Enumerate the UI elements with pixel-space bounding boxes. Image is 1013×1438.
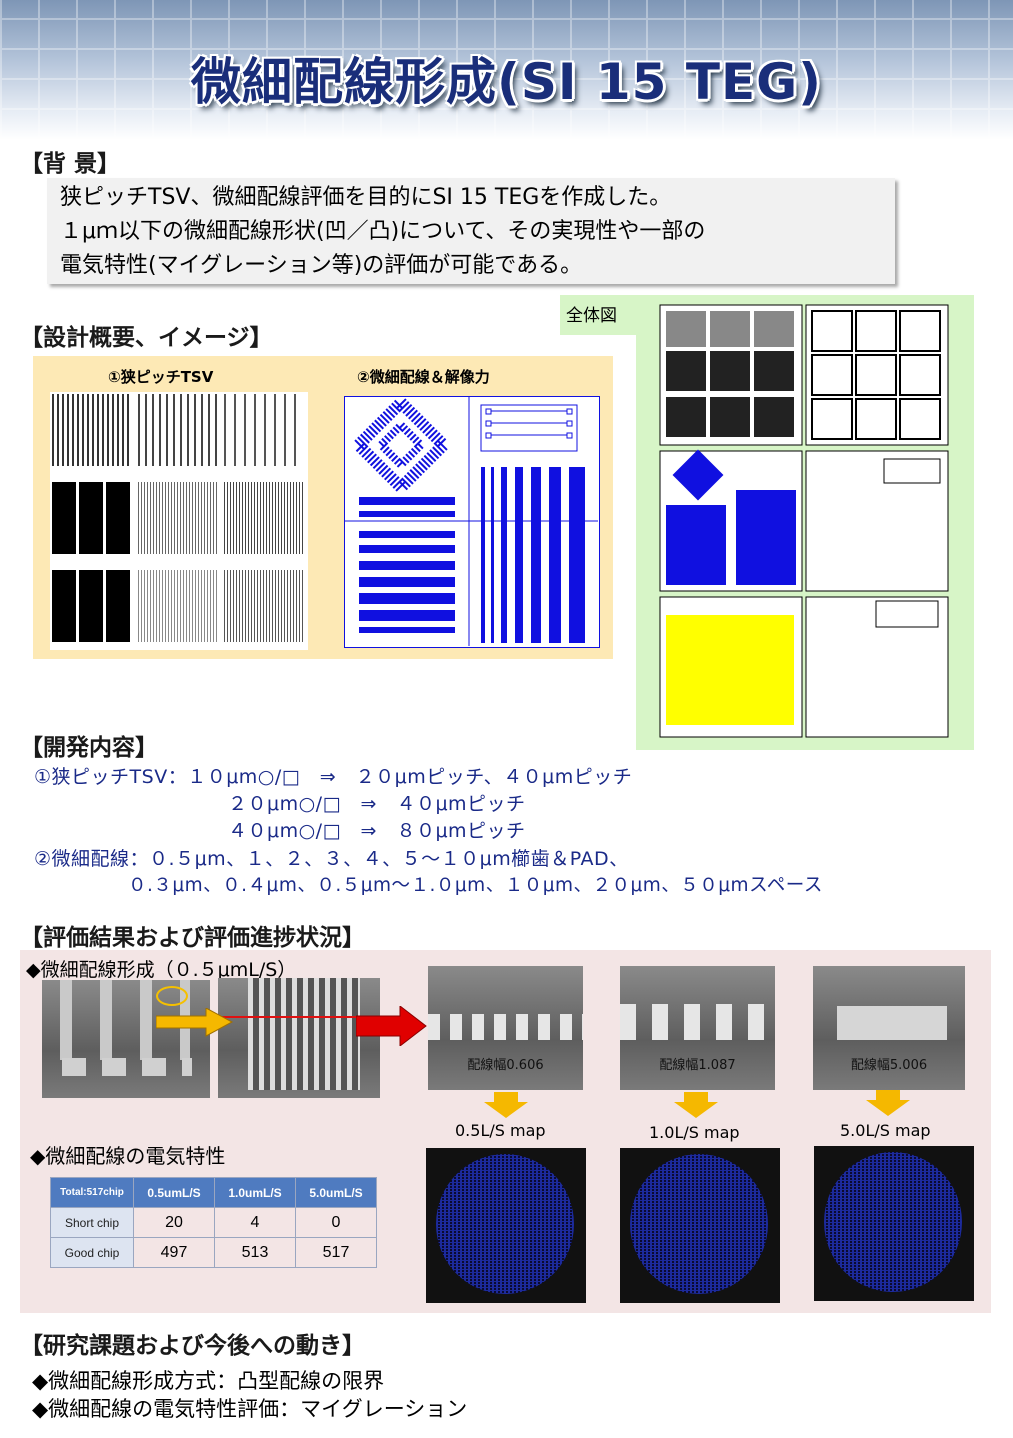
sem-cross-section-1-0: 配線幅1.087 bbox=[620, 966, 775, 1090]
sem-label-1-0: 配線幅1.087 bbox=[659, 1058, 736, 1073]
sem-cross-section-5-0: 配線幅5.006 bbox=[813, 966, 965, 1090]
page-title: 微細配線形成(SI 15 TEG) bbox=[190, 53, 822, 111]
down-arrow-icon bbox=[672, 1092, 720, 1122]
background-box bbox=[47, 178, 895, 284]
yellow-arrow-icon bbox=[155, 1007, 234, 1037]
table-cell: 4 bbox=[214, 1207, 296, 1238]
issues-heading: 【研究課題および今後への動き】 bbox=[20, 1333, 365, 1359]
background-line-3: 電気特性(マイグレーション等)の評価が可能である。 bbox=[60, 253, 583, 278]
row-label-short: Short chip bbox=[50, 1207, 134, 1238]
overview-label: 全体図 bbox=[560, 295, 638, 335]
table-cell: 497 bbox=[133, 1237, 215, 1268]
electrical-results-table: Total:517chip 0.5umL/S 1.0umL/S 5.0umL/S… bbox=[50, 1177, 377, 1268]
table-header-col-1: 0.5umL/S bbox=[133, 1177, 215, 1208]
wafer-map-5-0 bbox=[814, 1146, 974, 1301]
development-line-5: ０.３μm、０.４μm、０.５μm～１.０μm、１０μm、２０μm、５０μmスペ… bbox=[128, 875, 823, 896]
sem-image-zoom bbox=[218, 978, 380, 1098]
table-row: Good chip 497 513 517 bbox=[50, 1237, 377, 1268]
development-line-4: ②微細配線：０.５μm、１、２、３、４、５～１０μm櫛歯＆PAD、 bbox=[34, 848, 629, 870]
electrical-label: ◆微細配線の電気特性 bbox=[30, 1144, 226, 1168]
table-header-total: Total:517chip bbox=[50, 1177, 134, 1208]
background-line-2: １μｍ以下の微細配線形状(凹／凸)について、その実現性や一部の bbox=[60, 219, 706, 244]
sem-label-0-5: 配線幅0.606 bbox=[467, 1058, 544, 1073]
tsv-layout-image bbox=[50, 392, 308, 650]
development-line-1: ①狭ピッチTSV：１０μm○/□ ⇒ ２０μmピッチ、４０μmピッチ bbox=[34, 766, 633, 788]
evaluation-heading: 【評価結果および評価進捗状況】 bbox=[20, 925, 365, 951]
overview-panel bbox=[636, 295, 974, 750]
background-line-1: 狭ピッチTSV、微細配線評価を目的にSI 15 TEGを作成した。 bbox=[60, 185, 672, 210]
down-arrow-icon bbox=[482, 1092, 530, 1122]
table-cell: 517 bbox=[295, 1237, 377, 1268]
row-label-good: Good chip bbox=[50, 1237, 134, 1268]
development-line-2: ２０μm○/□ ⇒ ４０μmピッチ bbox=[228, 793, 526, 815]
table-header-col-2: 1.0umL/S bbox=[214, 1177, 296, 1208]
sem-label-5-0: 配線幅5.006 bbox=[850, 1058, 928, 1073]
down-arrow-icon bbox=[864, 1090, 912, 1120]
red-arrow-icon bbox=[355, 1004, 427, 1048]
table-row: Short chip 20 4 0 bbox=[50, 1207, 377, 1238]
design-heading: 【設計概要、イメージ】 bbox=[20, 325, 273, 351]
wafer-map-1-0 bbox=[620, 1148, 780, 1303]
tsv-label: ①狭ピッチTSV bbox=[108, 368, 214, 386]
map-label-1-0: 1.0L/S map bbox=[649, 1123, 740, 1142]
map-label-0-5: 0.5L/S map bbox=[455, 1121, 546, 1140]
sem-image-overview bbox=[42, 980, 210, 1098]
table-cell: 513 bbox=[214, 1237, 296, 1268]
map-label-5-0: 5.0L/S map bbox=[840, 1121, 931, 1140]
header-banner bbox=[0, 0, 1013, 140]
issue-item-1: ◆微細配線形成方式：凸型配線の限界 bbox=[32, 1369, 385, 1393]
issue-item-2: ◆微細配線の電気特性評価：マイグレーション bbox=[32, 1397, 468, 1421]
background-heading: 【背 景】 bbox=[20, 151, 121, 177]
table-cell: 0 bbox=[295, 1207, 377, 1238]
table-header-col-3: 5.0umL/S bbox=[295, 1177, 377, 1208]
table-header-row: Total:517chip 0.5umL/S 1.0umL/S 5.0umL/S bbox=[50, 1177, 377, 1208]
table-cell: 20 bbox=[133, 1207, 215, 1238]
formation-label: ◆微細配線形成（０.５μmL/S） bbox=[26, 959, 297, 981]
sem-cross-section-0-5: 配線幅0.606 bbox=[428, 966, 583, 1090]
development-line-3: ４０μm○/□ ⇒ ８０μmピッチ bbox=[228, 820, 526, 842]
wiring-label: ②微細配線＆解像力 bbox=[357, 368, 490, 386]
development-heading: 【開発内容】 bbox=[20, 735, 158, 761]
wiring-layout-image bbox=[344, 396, 600, 648]
wafer-map-0-5 bbox=[426, 1148, 586, 1303]
